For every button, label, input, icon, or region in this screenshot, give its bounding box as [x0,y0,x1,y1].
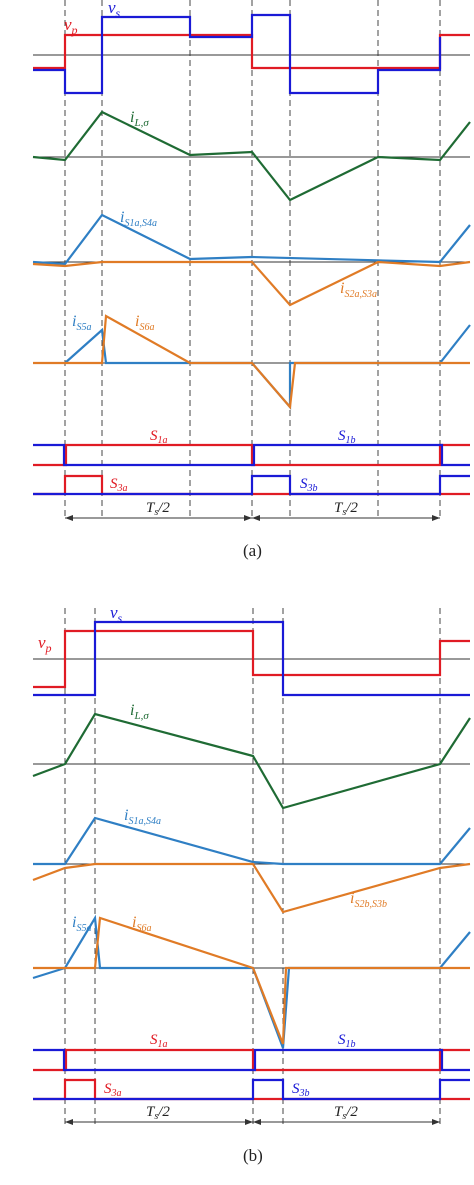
vs-waveform [33,13,442,95]
is5-waveform [64,324,471,410]
vp-label: vp [64,15,78,37]
is5-label: iS5a [72,313,91,333]
s1a-label: S1a [150,1032,168,1050]
s3b-gate [33,1078,470,1101]
s3b-label: S3b [292,1081,310,1099]
s3a-gate [33,1078,470,1101]
panel-a-guides [64,0,441,520]
is14-label: iS1a,S4a [124,807,161,827]
s3a-label: S3a [104,1081,122,1099]
s1a-label: S1a [150,428,168,446]
is23-label: iS2b,S3b [350,890,387,910]
ts-right-label: Ts/2 [334,1104,358,1122]
caption-b: (b) [243,1146,263,1165]
vp-label: vp [38,633,52,655]
is14-label: iS1a,S4a [120,209,157,229]
s1b-label: S1b [338,428,356,446]
caption-a: (a) [243,541,262,560]
vs-label: vs [110,603,123,625]
il-waveform [32,712,471,810]
panel-b-guides [64,608,441,1125]
is23-label: iS2a,S3a [340,280,377,300]
s1b-gate [33,1048,470,1072]
vp-waveform [33,629,470,689]
is5-label: iS5a [72,914,91,934]
is23-waveform [32,862,471,914]
s1b-gate [33,443,470,467]
is6-waveform [33,916,470,1045]
il-label: iL,σ [130,109,149,129]
panel-a: vp vs iL,σ iS1a,S4a iS2a,S3a iS5a iS6a S… [32,0,471,560]
is14-waveform [32,213,471,266]
ts-right-label: Ts/2 [334,500,358,518]
is14-waveform [33,816,471,866]
is6-label: iS6a [135,313,154,333]
s3a-label: S3a [110,476,128,494]
s3b-label: S3b [300,476,318,494]
s1b-label: S1b [338,1032,356,1050]
ts-left-label: Ts/2 [146,1104,170,1122]
il-label: iL,σ [130,702,149,722]
is6-label: iS6a [132,914,151,934]
panel-b: vp vs iL,σ iS1a,S4a iS2b,S3b iS5a iS6a S… [32,603,471,1165]
is6-waveform [33,314,470,410]
s1a-gate [33,443,470,467]
il-waveform [32,110,471,202]
vs-waveform [33,620,470,697]
ts-left-label: Ts/2 [146,500,170,518]
s3b-gate [33,474,470,496]
s1a-gate [33,1048,470,1072]
is23-waveform [32,260,471,307]
vp-waveform [33,33,470,70]
vs-label: vs [108,0,121,20]
